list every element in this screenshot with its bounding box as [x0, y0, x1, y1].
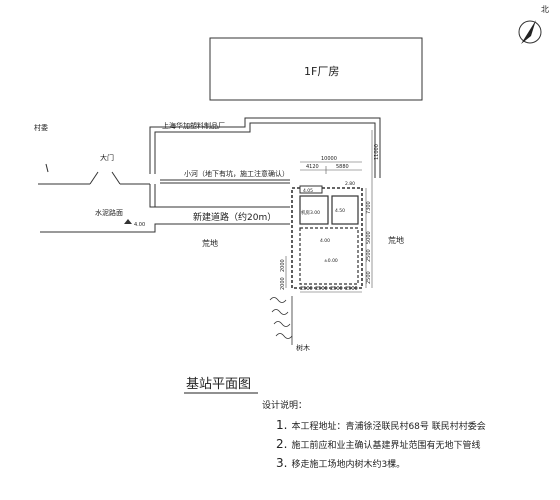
dim-right-seg: 5880 [336, 164, 349, 170]
note-item: 2.施工前应和业主确认基建界址范围有无地下管线 [276, 437, 481, 451]
factory-building [209, 37, 423, 101]
ditch [160, 179, 290, 184]
dim-bottom2: 2500 [315, 286, 328, 292]
village-label: 村委 [34, 123, 48, 132]
dim-right-low2: 2500 [366, 271, 372, 284]
dimension-lines [285, 130, 373, 293]
trees-label: 树木 [296, 343, 310, 352]
dim-left-seg: 4120 [306, 164, 319, 170]
base-station-site [291, 185, 363, 289]
room4-label: 2.80 [345, 181, 355, 187]
dim-left-low: 2000 [280, 277, 286, 290]
note-item: 3.移走施工场地内树木约3棵。 [276, 456, 406, 470]
building-label: 1F厂房 [304, 65, 339, 78]
new-road [40, 184, 290, 233]
design-notes: 设计说明： 1.本工程地址：青浦徐泾联民村68号 联民村村委会 2.施工前应和业… [262, 398, 552, 474]
tree-icons [269, 296, 293, 345]
room5-label: 4.05 [303, 188, 313, 194]
new-road-label: 新建道路（约20m） [193, 211, 276, 223]
note-item: 1.本工程地址：青浦徐泾联民村68号 联民村村委会 [276, 418, 486, 432]
yard-label: ±0.00 [324, 258, 338, 264]
ditch-label: 小河（地下有坑，施工注意确认） [184, 169, 289, 178]
gate-label: 大门 [100, 153, 114, 162]
factory-name-label: 上海华加塑料制品厂 [162, 121, 225, 130]
factory-boundary [149, 117, 381, 178]
dim-right-mid2: 5000 [366, 231, 372, 244]
notes-title: 设计说明： [262, 401, 308, 411]
dim-left-vertical: 2000 [280, 259, 286, 272]
cement-road-elevation: 4.00 [134, 222, 145, 228]
dim-total-width: 10000 [321, 156, 337, 162]
wasteland-label-left: 荒地 [202, 238, 218, 248]
room1-label: 机房3.00 [301, 209, 320, 216]
dim-bottom3: 2500 [330, 286, 343, 292]
dim-right-mid1: 7300 [366, 201, 372, 214]
dim-bottom1: 2500 [300, 286, 313, 292]
gate [38, 163, 150, 185]
room2-label: 4.50 [335, 208, 345, 214]
dim-bottom4: 2500 [345, 286, 358, 292]
north-arrow-icon [518, 20, 542, 44]
cement-road-label: 水泥路面 [95, 208, 123, 217]
plan-title: 基站平面图 [186, 377, 251, 392]
wasteland-label-right: 荒地 [388, 235, 404, 245]
dim-right-low1: 2500 [366, 249, 372, 262]
dim-right-vertical: 11000 [374, 144, 380, 160]
room3-label: 4.00 [320, 238, 330, 244]
survey-marker-icon [124, 219, 132, 224]
north-label: 北 [541, 5, 549, 14]
